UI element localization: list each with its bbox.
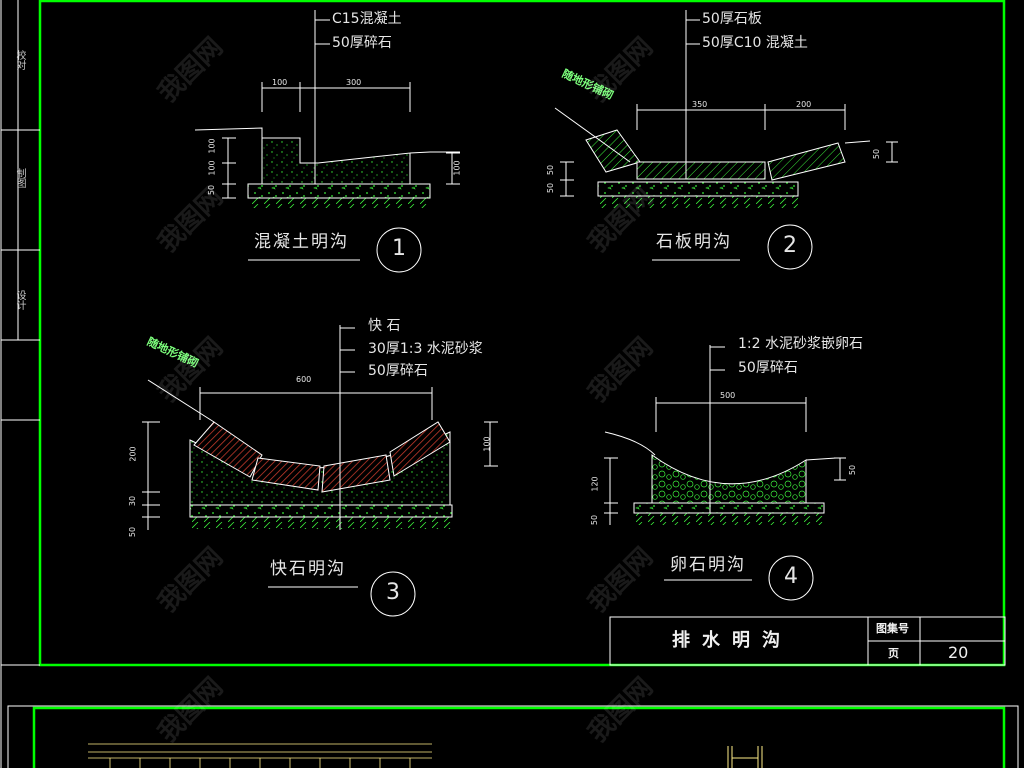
detail-2-dim-height-3: 50 (872, 148, 882, 160)
detail-4-dim-height-3: 50 (590, 514, 600, 526)
detail-2-dim-width-1: 350 (692, 100, 708, 109)
detail-1-dim-width-1: 100 (272, 78, 288, 87)
detail-2-dim-height-1: 50 (546, 164, 556, 176)
set-number-label: 图集号 (876, 622, 909, 635)
detail-4-pebble-ditch (604, 345, 846, 601)
detail-3-dim-height-2: 100 (482, 436, 492, 452)
detail-1-dim-height-3: 50 (207, 184, 217, 196)
side-label-design: 设计 (14, 290, 25, 310)
detail-3-layer-2: 30厚1:3 水泥砂浆 (368, 341, 483, 357)
detail-2-layer-2: 50厚C10 混凝土 (702, 35, 808, 51)
detail-2-dim-width-2: 200 (796, 100, 812, 109)
detail-1-dim-width-2: 300 (346, 78, 362, 87)
detail-2-number: 2 (783, 233, 797, 258)
detail-4-caption: 卵石明沟 (670, 555, 746, 575)
next-sheet-frame (7, 705, 1019, 768)
detail-4-dim-height-2: 50 (848, 464, 858, 476)
detail-4-dim-height-1: 120 (590, 476, 600, 492)
detail-3-number: 3 (386, 580, 400, 605)
page-number: 20 (948, 643, 969, 662)
detail-2-dim-height-2: 50 (546, 182, 556, 194)
detail-1-concrete-ditch (194, 10, 460, 273)
detail-3-caption: 快石明沟 (270, 559, 346, 579)
detail-4-number: 4 (784, 564, 798, 589)
page-label: 页 (888, 647, 899, 660)
detail-3-block-stone-ditch (142, 325, 498, 617)
detail-2-caption: 石板明沟 (656, 232, 732, 252)
detail-1-layer-2: 50厚碎石 (332, 35, 392, 51)
detail-2-stone-slab-ditch (554, 10, 898, 270)
side-label-check: 校对 (14, 50, 25, 70)
detail-3-dim-height-4: 50 (128, 526, 138, 538)
drawing-frame (38, 0, 1006, 667)
detail-1-dim-height-2: 100 (207, 160, 217, 176)
detail-2-layer-1: 50厚石板 (702, 11, 762, 27)
detail-1-layer-1: C15混凝土 (332, 11, 402, 27)
detail-1-dim-height-1: 100 (207, 138, 217, 154)
detail-3-layer-3: 50厚碎石 (368, 363, 428, 379)
detail-1-number: 1 (392, 236, 406, 261)
title-block (609, 616, 1006, 666)
detail-4-dim-width: 500 (720, 391, 736, 400)
detail-1-caption: 混凝土明沟 (254, 232, 349, 252)
detail-3-dim-width: 600 (296, 375, 312, 384)
detail-3-dim-height-3: 30 (128, 495, 138, 507)
side-label-drawn: 制图 (14, 168, 25, 188)
detail-4-layer-2: 50厚碎石 (738, 360, 798, 376)
detail-4-layer-1: 1:2 水泥砂浆嵌卵石 (738, 336, 863, 352)
detail-1-dim-height-4: 100 (452, 160, 462, 176)
detail-3-dim-height-1: 200 (128, 446, 138, 462)
detail-3-layer-1: 快 石 (368, 318, 401, 334)
sheet-title: 排水明沟 (672, 630, 792, 651)
